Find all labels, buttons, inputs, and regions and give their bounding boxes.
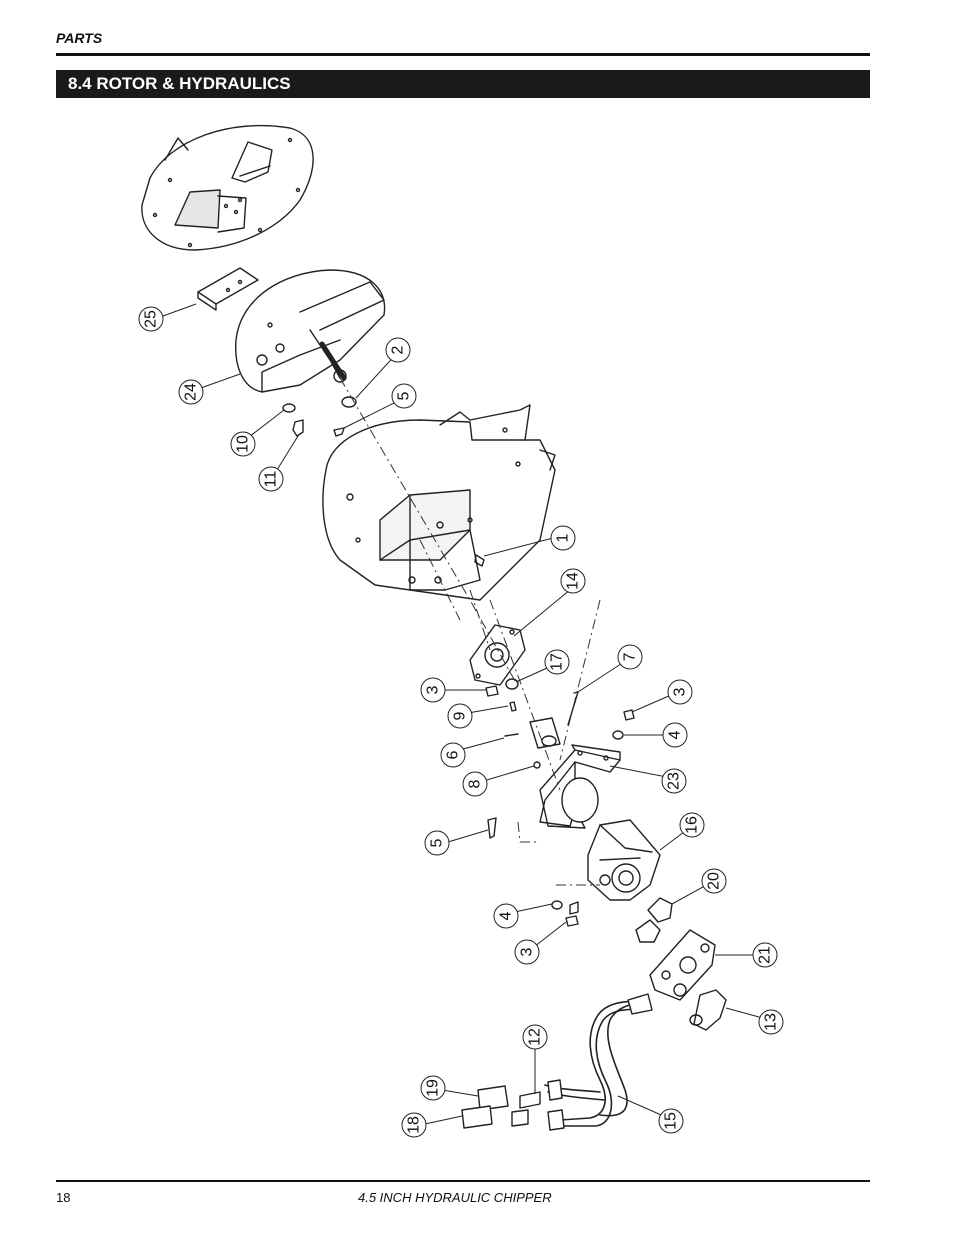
svg-text:3: 3 xyxy=(672,687,689,696)
quick-coupler-drawing xyxy=(461,1085,541,1129)
pump-fittings-drawing xyxy=(635,897,673,943)
callout-3a: 3 xyxy=(420,677,446,703)
svg-text:16: 16 xyxy=(684,816,701,834)
callout-3b: 3 xyxy=(667,679,693,705)
pump-nut-drawing xyxy=(565,915,579,927)
svg-text:18: 18 xyxy=(406,1116,423,1134)
callout-3c: 3 xyxy=(514,939,540,965)
svg-text:21: 21 xyxy=(757,946,774,964)
callout-4b: 4 xyxy=(493,903,519,929)
svg-text:1: 1 xyxy=(555,533,572,542)
pump-washer-drawing xyxy=(551,900,563,910)
callout-5b: 5 xyxy=(424,830,450,856)
hydraulic-hose-drawing xyxy=(544,1000,651,1127)
section-title: 8.4 ROTOR & HYDRAULICS xyxy=(68,74,291,93)
svg-text:14: 14 xyxy=(565,572,582,590)
callout-15: 15 xyxy=(658,1108,684,1134)
callout-7: 7 xyxy=(617,644,643,670)
hydraulic-pump-drawing xyxy=(569,819,661,915)
callout-17: 17 xyxy=(544,649,570,675)
callout-2: 2 xyxy=(385,337,411,363)
callout-25: 25 xyxy=(138,306,164,332)
svg-text:19: 19 xyxy=(425,1079,442,1097)
callout-11: 11 xyxy=(258,466,284,492)
valve-block-drawing xyxy=(649,929,716,1001)
section-title-bar: 8.4 ROTOR & HYDRAULICS xyxy=(56,70,870,98)
svg-text:5: 5 xyxy=(429,838,446,847)
svg-text:12: 12 xyxy=(527,1028,544,1046)
svg-text:6: 6 xyxy=(445,750,462,759)
callout-12: 12 xyxy=(522,1024,548,1050)
callout-6: 6 xyxy=(440,742,466,768)
svg-text:13: 13 xyxy=(763,1013,780,1031)
callout-4a: 4 xyxy=(662,722,688,748)
callout-18: 18 xyxy=(401,1112,427,1138)
elbow-fitting-drawing xyxy=(689,989,727,1031)
callout-13: 13 xyxy=(758,1009,784,1035)
svg-text:20: 20 xyxy=(706,872,723,890)
top-divider xyxy=(56,53,870,56)
svg-text:2: 2 xyxy=(390,345,407,354)
svg-text:23: 23 xyxy=(666,772,683,790)
svg-text:7: 7 xyxy=(622,652,639,661)
callout-1: 1 xyxy=(550,525,576,551)
svg-text:3: 3 xyxy=(425,685,442,694)
callout-21: 21 xyxy=(752,942,778,968)
callout-23: 23 xyxy=(661,768,687,794)
svg-text:15: 15 xyxy=(663,1112,680,1130)
callout-10: 10 xyxy=(230,431,256,457)
document-title: 4.5 INCH HYDRAULIC CHIPPER xyxy=(358,1190,552,1205)
callout-24: 24 xyxy=(178,379,204,405)
svg-text:9: 9 xyxy=(452,711,469,720)
callout-20: 20 xyxy=(701,868,727,894)
rotor-flywheel-drawing xyxy=(235,269,386,393)
coupling-hardware-drawing xyxy=(485,678,635,769)
callout-19: 19 xyxy=(420,1075,446,1101)
hose-end-fittings-drawing xyxy=(547,993,653,1131)
svg-text:24: 24 xyxy=(183,383,200,401)
svg-text:4: 4 xyxy=(498,911,515,920)
svg-text:17: 17 xyxy=(549,653,566,671)
chipper-housing-drawing xyxy=(322,404,556,601)
svg-text:5: 5 xyxy=(396,391,413,400)
pump-bolt-drawing xyxy=(487,817,497,839)
svg-text:8: 8 xyxy=(467,779,484,788)
svg-text:11: 11 xyxy=(263,471,280,488)
bottom-divider xyxy=(56,1180,870,1182)
section-header-label: PARTS xyxy=(56,30,103,46)
bearing-flange-drawing xyxy=(469,624,526,686)
callout-14: 14 xyxy=(560,568,586,594)
callout-9: 9 xyxy=(447,703,473,729)
rotor-disc-drawing xyxy=(141,124,314,251)
callout-16: 16 xyxy=(679,812,705,838)
knife-blade-drawing xyxy=(197,267,259,311)
page-number: 18 xyxy=(56,1190,71,1205)
rotor-hardware-drawing xyxy=(282,396,357,437)
svg-text:4: 4 xyxy=(667,730,684,739)
svg-text:10: 10 xyxy=(235,435,252,453)
pump-bracket-drawing xyxy=(539,744,621,829)
svg-text:25: 25 xyxy=(143,310,160,328)
callout-5a: 5 xyxy=(391,383,417,409)
svg-text:3: 3 xyxy=(519,947,536,956)
callout-8: 8 xyxy=(462,771,488,797)
